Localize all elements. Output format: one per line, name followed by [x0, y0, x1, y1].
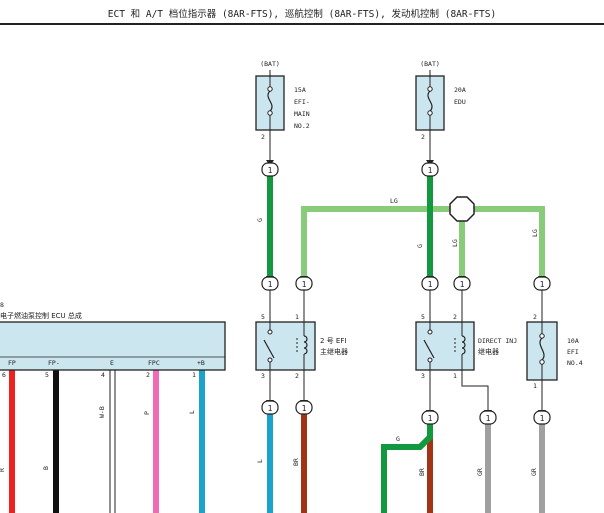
wire-label-gr-inj: GR [476, 468, 484, 476]
connector-relay2-in-1: 1 [295, 276, 313, 291]
wire-label-g-efi: G [256, 218, 264, 222]
inj-label-2: 继电器 [478, 347, 499, 356]
inj-label-1: DIRECT INJ [478, 337, 517, 345]
connector-inj-in-2: 1 [453, 276, 471, 291]
ecu-label-2: 电子燃油泵控制 ECU 总成 [0, 311, 82, 320]
svg-text:5: 5 [45, 371, 49, 379]
wire-label-l-relay: L [256, 459, 264, 463]
efi-main-source: (BAT) [260, 60, 280, 68]
ecu-pin-fpc: FPC 2 [146, 359, 160, 379]
connector-relay2-out-2: 1 [295, 400, 313, 415]
wire-label-br-relay: BR [292, 458, 300, 466]
connector-efi-main-top: 1 [261, 162, 279, 177]
svg-text:1: 1 [540, 280, 545, 289]
relay2-pin2: 2 [295, 372, 299, 380]
ecu-pin-fp-minus: FP- 5 [45, 359, 60, 379]
connector-relay2-in-5: 1 [261, 276, 279, 291]
svg-text:1: 1 [486, 414, 491, 423]
svg-text:2: 2 [146, 371, 150, 379]
wire-label-br-inj: BR [418, 468, 426, 476]
fuse-efi-4 [526, 321, 558, 381]
edu-name: EDU [454, 98, 466, 106]
svg-text:+B: +B [197, 359, 205, 367]
page-title: ECT 和 A/T 档位指示器 (8AR-FTS), 巡航控制 (8AR-FTS… [108, 8, 496, 20]
edu-pin: 2 [421, 133, 425, 141]
relay-efi-main-2 [255, 321, 316, 371]
svg-text:E: E [110, 359, 114, 367]
svg-text:1: 1 [540, 414, 545, 423]
connector-relay2-out-3: 1 [261, 400, 279, 415]
relay2-pin5: 5 [261, 313, 265, 321]
efi4-name-1: EFI [567, 348, 579, 356]
ecu-pin-plus-b: +B 1 [192, 359, 205, 379]
fuse-efi-main-2 [255, 75, 285, 131]
svg-text:6: 6 [2, 371, 6, 379]
wire-label-b-fp-minus: B [42, 466, 50, 470]
wire-label-r-fp: R [0, 468, 6, 472]
wire-label-lg-bus: LG [390, 197, 398, 205]
inj-pin1: 1 [453, 372, 457, 380]
relay2-label-1: 2 号 EFI [320, 337, 346, 345]
connector-inj-out-1: 1 [479, 410, 497, 425]
relay2-label-2: 主继电器 [320, 347, 348, 356]
efi-main-pin: 2 [261, 133, 265, 141]
wire-label-lg-efi4: LG [531, 229, 539, 237]
wire-label-lg-drop: LG [451, 239, 459, 247]
svg-text:1: 1 [268, 166, 273, 175]
svg-text:1: 1 [302, 280, 307, 289]
efi-main-name-3: NO.2 [294, 122, 310, 130]
wire-label-l-plus-b: L [188, 410, 196, 414]
connector-inj-in-5: 1 [421, 276, 439, 291]
edu-source: (BAT) [420, 60, 440, 68]
ecu-pin-e: E 4 [101, 359, 114, 379]
efi-main-name-2: MAIN [294, 110, 310, 118]
ecu-box [0, 321, 226, 371]
efi-main-name-1: EFI- [294, 98, 310, 106]
wire-label-g-edu: G [416, 244, 424, 248]
efi4-pin-bot: 1 [533, 382, 537, 390]
wire-label-wb-e: W-B [98, 406, 106, 418]
svg-text:FP: FP [8, 359, 16, 367]
svg-text:1: 1 [192, 371, 196, 379]
wire-label-g-branch: G [396, 435, 400, 443]
svg-text:1: 1 [268, 280, 273, 289]
wire-label-p-fpc: P [143, 411, 151, 415]
svg-text:FPC: FPC [148, 359, 160, 367]
svg-text:1: 1 [268, 404, 273, 413]
relay2-pin3: 3 [261, 372, 265, 380]
efi4-pin-top: 2 [533, 313, 537, 321]
svg-text:1: 1 [428, 166, 433, 175]
efi4-rating: 10A [567, 337, 579, 345]
splice-point [449, 196, 475, 222]
connector-efi4-in: 1 [533, 276, 551, 291]
wire-label-gr-efi4: GR [530, 468, 538, 476]
svg-text:1: 1 [428, 280, 433, 289]
efi4-name-2: NO.4 [567, 359, 583, 367]
svg-text:FP-: FP- [48, 359, 60, 367]
connector-edu-top: 1 [421, 162, 439, 177]
svg-text:1: 1 [460, 280, 465, 289]
inj-pin5: 5 [421, 313, 425, 321]
inj-pin2: 2 [453, 313, 457, 321]
svg-text:4: 4 [101, 371, 105, 379]
fuse-edu [415, 75, 445, 131]
svg-text:1: 1 [302, 404, 307, 413]
svg-text:1: 1 [428, 414, 433, 423]
edu-rating: 20A [454, 86, 466, 94]
connector-inj-out-3: 1 [421, 410, 439, 425]
ecu-pin-fp: FP 6 [2, 359, 16, 379]
relay-direct-inj [415, 321, 475, 371]
relay2-pin1: 1 [295, 313, 299, 321]
efi-main-rating: 15A [294, 86, 306, 94]
connector-efi4-out: 1 [533, 410, 551, 425]
inj-pin3: 3 [421, 372, 425, 380]
ecu-label-1: 8 [0, 301, 4, 309]
lg-bus-wire [301, 206, 545, 276]
g-wire-branch [381, 424, 433, 513]
